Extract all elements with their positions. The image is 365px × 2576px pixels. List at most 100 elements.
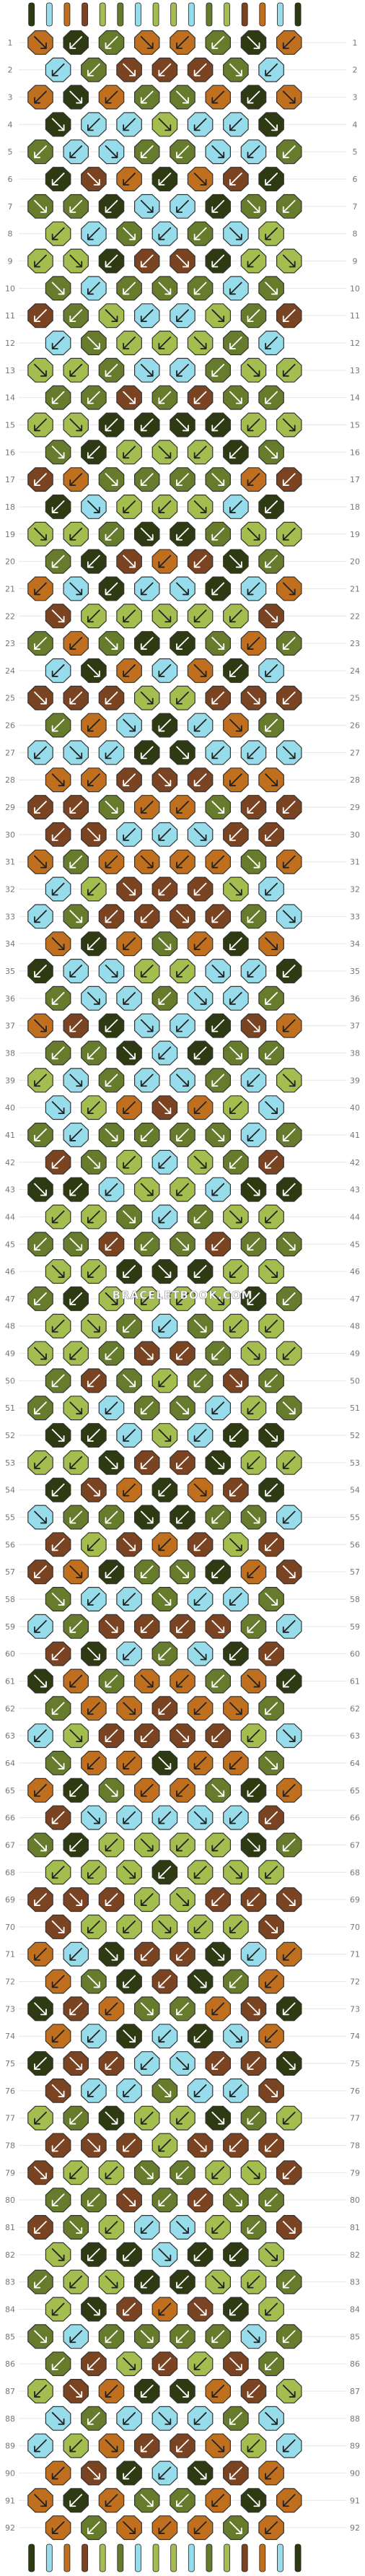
- knot-arrow-icon: [140, 1237, 154, 1251]
- knot-arrow-icon: [158, 2248, 172, 2261]
- knot-arrow-icon: [123, 118, 136, 131]
- knot-arrow-icon: [247, 1674, 260, 1688]
- row-number-right: 47: [350, 1294, 360, 1304]
- knot-arrow-icon: [140, 1838, 154, 1852]
- row-number-left: 18: [5, 502, 15, 512]
- knot-arrow-icon: [34, 637, 47, 650]
- row-number-right: 28: [350, 775, 360, 785]
- knot-arrow-icon: [158, 2084, 172, 2097]
- knot-arrow-icon: [34, 801, 47, 814]
- knot-arrow-icon: [69, 1674, 83, 1688]
- knot-arrow-icon: [211, 363, 225, 377]
- knot-arrow-icon: [176, 1019, 189, 1032]
- knot-arrow-icon: [123, 2084, 136, 2097]
- knot-arrow-icon: [176, 2385, 189, 2398]
- knot-arrow-icon: [282, 691, 296, 705]
- knot-arrow-icon: [34, 582, 47, 596]
- knot-arrow-icon: [51, 1155, 65, 1169]
- row-number-left: 79: [5, 2168, 15, 2177]
- knot-arrow-icon: [140, 1674, 154, 1688]
- knot-arrow-icon: [193, 1647, 207, 1661]
- knot-arrow-icon: [140, 1455, 154, 1469]
- knot-arrow-icon: [247, 1947, 260, 1961]
- row-number-left: 26: [5, 721, 15, 731]
- string-end-top: [294, 2, 302, 27]
- knot-arrow-icon: [51, 227, 65, 240]
- knot-arrow-icon: [140, 90, 154, 104]
- knot-arrow-icon: [69, 254, 83, 268]
- knot-arrow-icon: [51, 500, 65, 513]
- knot-arrow-icon: [247, 1838, 260, 1852]
- knot-arrow-icon: [51, 2029, 65, 2043]
- knot-arrow-icon: [123, 445, 136, 459]
- knot-arrow-icon: [69, 582, 83, 596]
- knot-arrow-icon: [140, 1346, 154, 1360]
- knot-arrow-icon: [140, 309, 154, 323]
- row-number-left: 47: [5, 1294, 15, 1304]
- knot-arrow-icon: [282, 2330, 296, 2344]
- knot-arrow-icon: [158, 282, 172, 295]
- knot-arrow-icon: [229, 609, 242, 623]
- knot-arrow-icon: [34, 1565, 47, 1579]
- knot-arrow-icon: [282, 2057, 296, 2070]
- knot-arrow-icon: [105, 254, 118, 268]
- knot-arrow-icon: [105, 36, 118, 49]
- knot-arrow-icon: [229, 2084, 242, 2097]
- knot-arrow-icon: [34, 473, 47, 487]
- knot-arrow-icon: [158, 1210, 172, 1224]
- knot-arrow-icon: [229, 1866, 242, 1879]
- knot-arrow-icon: [176, 2494, 189, 2507]
- knot-arrow-icon: [158, 2521, 172, 2534]
- knot-arrow-icon: [158, 1757, 172, 1770]
- knot-arrow-icon: [158, 391, 172, 404]
- knot-arrow-icon: [193, 118, 207, 131]
- row-number-right: 85: [350, 2332, 360, 2341]
- row-number-left: 90: [5, 2468, 15, 2478]
- knot-arrow-icon: [87, 2084, 100, 2097]
- knot-arrow-icon: [123, 1866, 136, 1879]
- row-number-right: 35: [350, 967, 360, 976]
- knot-arrow-icon: [247, 1237, 260, 1251]
- knot-arrow-icon: [193, 2029, 207, 2043]
- knot-arrow-icon: [123, 1155, 136, 1169]
- row-number-right: 6: [353, 175, 358, 184]
- knot-arrow-icon: [105, 473, 118, 487]
- knot-arrow-icon: [193, 227, 207, 240]
- knot-arrow-icon: [229, 1538, 242, 1552]
- row-number-right: 21: [350, 584, 360, 593]
- knot-arrow-icon: [265, 2302, 278, 2316]
- string-end-bottom: [170, 2544, 177, 2572]
- knot-arrow-icon: [265, 1155, 278, 1169]
- knot-arrow-icon: [51, 773, 65, 787]
- knot-arrow-icon: [211, 1128, 225, 1141]
- knot-arrow-icon: [229, 1975, 242, 1988]
- knot-arrow-icon: [193, 2248, 207, 2261]
- knot-arrow-icon: [176, 1674, 189, 1688]
- knot-arrow-icon: [247, 1455, 260, 1469]
- knot-arrow-icon: [282, 1237, 296, 1251]
- knot-arrow-icon: [123, 1920, 136, 1933]
- knot-arrow-icon: [34, 145, 47, 159]
- knot-arrow-icon: [265, 1265, 278, 1278]
- row-number-right: 71: [350, 1950, 360, 1959]
- knot-arrow-icon: [51, 937, 65, 951]
- knot-arrow-icon: [105, 1893, 118, 1906]
- knot-arrow-icon: [211, 199, 225, 213]
- knot-arrow-icon: [229, 773, 242, 787]
- knot-arrow-icon: [140, 637, 154, 650]
- row-number-right: 54: [350, 1486, 360, 1495]
- knot-arrow-icon: [105, 965, 118, 978]
- knot-arrow-icon: [69, 910, 83, 923]
- knot-arrow-icon: [51, 664, 65, 677]
- knot-arrow-icon: [51, 2193, 65, 2207]
- knot-arrow-icon: [176, 691, 189, 705]
- knot-arrow-icon: [247, 2439, 260, 2453]
- knot-arrow-icon: [158, 63, 172, 77]
- knot-arrow-icon: [140, 2002, 154, 2016]
- knot-arrow-icon: [34, 910, 47, 923]
- knot-arrow-icon: [158, 2357, 172, 2371]
- knot-arrow-icon: [211, 1619, 225, 1633]
- knot-arrow-icon: [193, 1920, 207, 1933]
- knot-arrow-icon: [69, 965, 83, 978]
- row-number-left: 65: [5, 1786, 15, 1796]
